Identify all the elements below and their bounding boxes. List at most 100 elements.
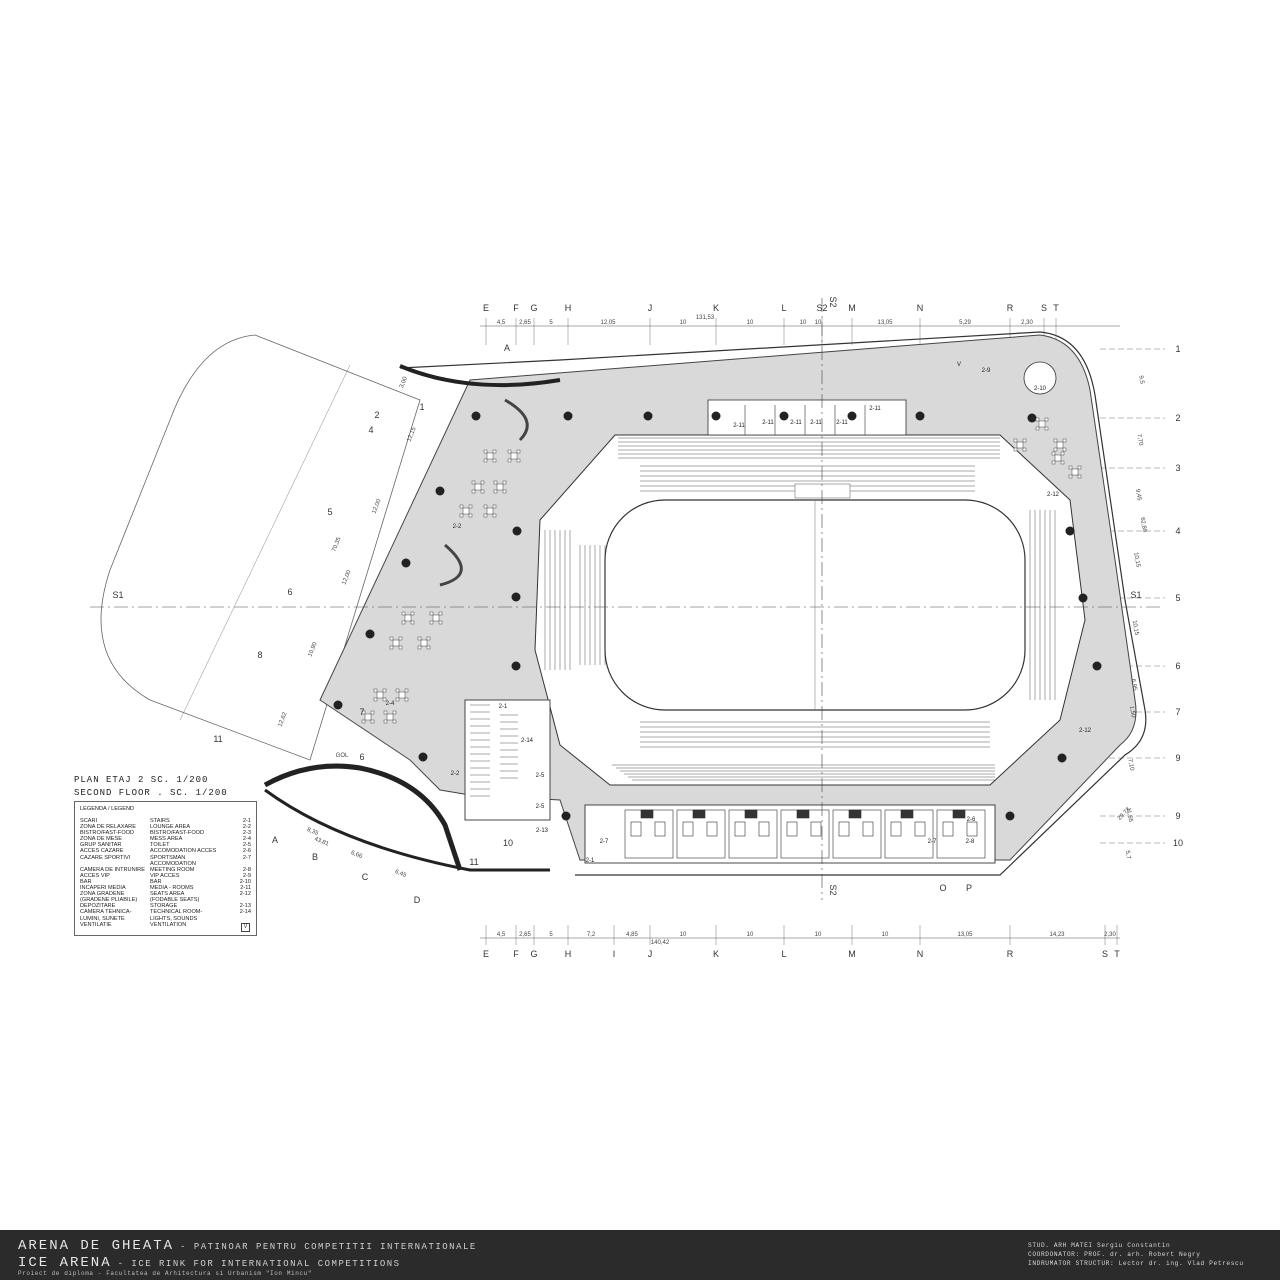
entrance-truss-bottom — [263, 763, 463, 871]
legend-item-ro: INCAPERI MEDIA — [80, 885, 126, 892]
room-label: 2-1 — [586, 858, 595, 864]
grid-row-label: 2 — [374, 410, 379, 420]
column — [435, 486, 445, 496]
dimension-label: 14,23 — [1049, 932, 1065, 938]
legend-item-code: 2-12 — [239, 891, 251, 898]
room-bed — [706, 821, 718, 837]
dimension-label: 5,7 — [1124, 850, 1131, 860]
cafe-table — [429, 611, 443, 625]
column — [915, 411, 925, 421]
room-window — [952, 809, 966, 819]
entrance-truss-top — [399, 364, 561, 388]
grid-column-label: G — [530, 303, 537, 313]
structural-columns — [333, 411, 1102, 821]
grid-row-label: 10 — [503, 838, 513, 848]
ventilation-icon: V — [241, 923, 250, 932]
grid-column-label: O — [939, 883, 946, 893]
cafe-table — [507, 449, 521, 463]
legend-item-en: LIGHTS, SOUNDS — [150, 915, 198, 922]
legend-item-ro: DEPOZITARE — [80, 903, 116, 910]
grid-column-label: B — [312, 852, 318, 862]
legend-item-en: MESS AREA — [150, 836, 183, 843]
column — [563, 411, 573, 421]
room-bed — [758, 821, 770, 837]
dimension-label: 2,30 — [1104, 932, 1116, 938]
accommodation-block — [584, 804, 996, 864]
dimension-label: 2,30 — [1021, 320, 1033, 326]
grid-column-label: H — [565, 303, 572, 313]
dimension-label: 10,15 — [1132, 552, 1141, 568]
legend-item-en: BAR — [150, 878, 162, 885]
room-label: 2-11 — [733, 423, 745, 429]
dimension-total: 62,89 — [1139, 517, 1148, 533]
section-label-s1: S1 — [112, 590, 123, 600]
dimension-label: 9,45 — [1134, 489, 1142, 502]
column — [711, 411, 721, 421]
grid-row-label: 5 — [1175, 593, 1180, 603]
dimension-label: 6,95 — [1130, 679, 1138, 692]
column — [643, 411, 653, 421]
room-label: 2-10 — [1034, 386, 1047, 392]
cafe-table — [1068, 465, 1082, 479]
legend-item-en: ACCOMODATION ACCES — [150, 848, 217, 855]
media-room-dividers — [744, 405, 866, 435]
grid-column-label: K — [713, 949, 719, 959]
legend-item-code: 2-7 — [242, 854, 251, 861]
grid-row-label: 6 — [1175, 661, 1180, 671]
credits: STUD. ARH MATEI Sergiu Constantin COORDO… — [1028, 1241, 1244, 1268]
footer-title-en: ICE ARENA- ICE RINK FOR INTERNATIONAL CO… — [18, 1255, 401, 1271]
room-label: 2-4 — [386, 701, 395, 707]
dimension-label: 10 — [747, 320, 754, 326]
room-label: 2-8 — [966, 839, 975, 845]
column — [1027, 413, 1037, 423]
column — [1078, 593, 1088, 603]
grid-row-label: 7 — [1175, 707, 1180, 717]
legend-item-ro: LUMINI, SUNETE — [80, 915, 125, 922]
room-label: 2-11 — [869, 406, 881, 412]
room-bed — [890, 821, 902, 837]
cafe-table — [483, 449, 497, 463]
site-inner-line — [179, 364, 351, 721]
credit-coordinator: COORDONATOR: PROF. dr. arh. Robert Negry — [1028, 1251, 1201, 1258]
room-bed — [942, 821, 954, 837]
dimension-label: 6,66 — [350, 850, 364, 860]
cafe-table — [459, 504, 473, 518]
section-label-s2: S2 — [828, 296, 838, 307]
room-window — [640, 809, 654, 819]
dimension-total: 131,53 — [696, 315, 715, 321]
column — [1057, 753, 1067, 763]
room-bed — [682, 821, 694, 837]
dimension-label: 11,65 — [1125, 807, 1134, 823]
room-bed — [966, 821, 978, 837]
legend-item-ro: (GRADENE PLIABILE) — [80, 897, 138, 904]
grid-column-label: R — [1007, 303, 1014, 313]
legend-item-en: LOUNGE AREA — [150, 824, 191, 831]
grid-column-label: M — [848, 949, 856, 959]
grid-row-label: 2 — [1175, 413, 1180, 423]
section-label-s1: S1 — [1130, 590, 1141, 600]
grid-column-label: R — [1007, 949, 1014, 959]
grid-row-label: 6 — [287, 587, 292, 597]
legend-item-ro: ZONA GRADENE — [80, 891, 125, 898]
credit-student: STUD. ARH MATEI Sergiu Constantin — [1028, 1242, 1171, 1249]
room-label: 2-2 — [453, 524, 462, 530]
lounge-bench-top — [504, 398, 529, 442]
room-label: 2-11 — [810, 420, 822, 426]
dimension-label: 43,81 — [313, 836, 330, 847]
footer-title-ro: ARENA DE GHEATA- PATINOAR PENTRU COMPETI… — [18, 1238, 477, 1254]
legend-header: LEGENDA / LEGEND — [80, 806, 135, 812]
room-bed — [786, 821, 798, 837]
dimension-label: 13,05 — [957, 932, 973, 938]
dimension-label: 10,90 — [307, 641, 318, 658]
dimension-label: 5 — [549, 932, 553, 938]
grid-column-label: K — [713, 303, 719, 313]
room-label: 2-5 — [536, 804, 545, 810]
grid-row-label: 11 — [469, 857, 478, 867]
legend-item-en: MEETING ROOM — [150, 866, 195, 873]
